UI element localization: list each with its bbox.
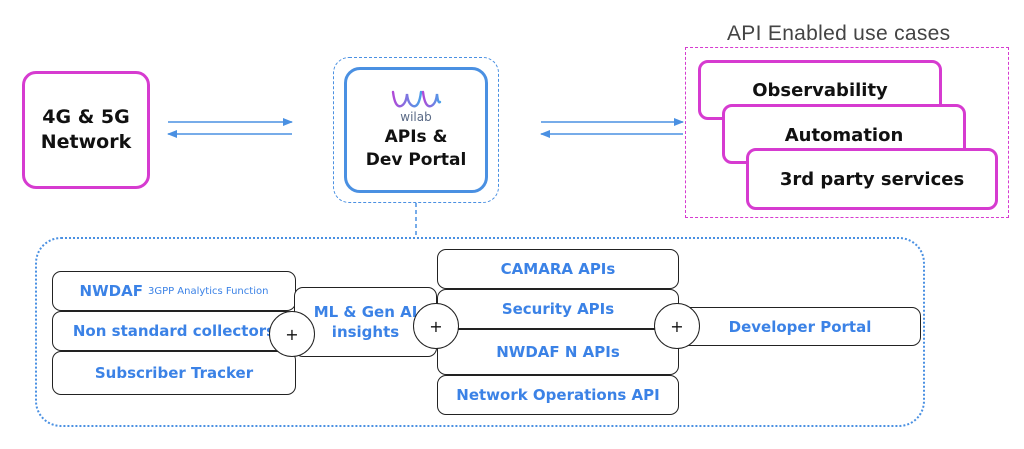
ml-line1: ML & Gen AI xyxy=(313,303,418,321)
api-nwdaf-n: NWDAF N APIs xyxy=(437,329,679,375)
usecases-frame xyxy=(685,47,1009,218)
collector-nwdaf: NWDAF 3GPP Analytics Function xyxy=(52,271,296,311)
network-box: 4G & 5G Network xyxy=(22,71,150,189)
portal-dashed-frame xyxy=(333,57,499,203)
api-network-operations: Network Operations API xyxy=(437,375,679,415)
nwdaf-sublabel: 3GPP Analytics Function xyxy=(147,285,269,297)
usecases-caption: API Enabled use cases xyxy=(727,22,951,45)
wilab-logo-text: wilab xyxy=(400,110,432,124)
plus-icon: + xyxy=(269,311,315,357)
usecase-3rd-party: 3rd party services xyxy=(746,148,998,210)
api-security: Security APIs xyxy=(437,289,679,329)
portal-line1: APIs & xyxy=(384,127,448,147)
portal-box: wilab APIs & Dev Portal xyxy=(344,67,488,193)
developer-portal-box: Developer Portal xyxy=(679,307,921,346)
nwdaf-label: NWDAF xyxy=(79,282,143,300)
network-line1: 4G & 5G xyxy=(42,106,130,128)
network-line2: Network xyxy=(40,131,132,153)
collector-subscriber-tracker: Subscriber Tracker xyxy=(52,351,296,395)
stack-frame xyxy=(35,237,925,427)
ml-line2: insights xyxy=(331,323,400,341)
plus-icon: + xyxy=(654,303,700,349)
portal-line2: Dev Portal xyxy=(365,150,467,170)
collector-non-standard: Non standard collectors xyxy=(52,311,296,351)
plus-icon: + xyxy=(413,303,459,349)
api-camara: CAMARA APIs xyxy=(437,249,679,289)
wilab-logo-icon xyxy=(391,90,442,108)
